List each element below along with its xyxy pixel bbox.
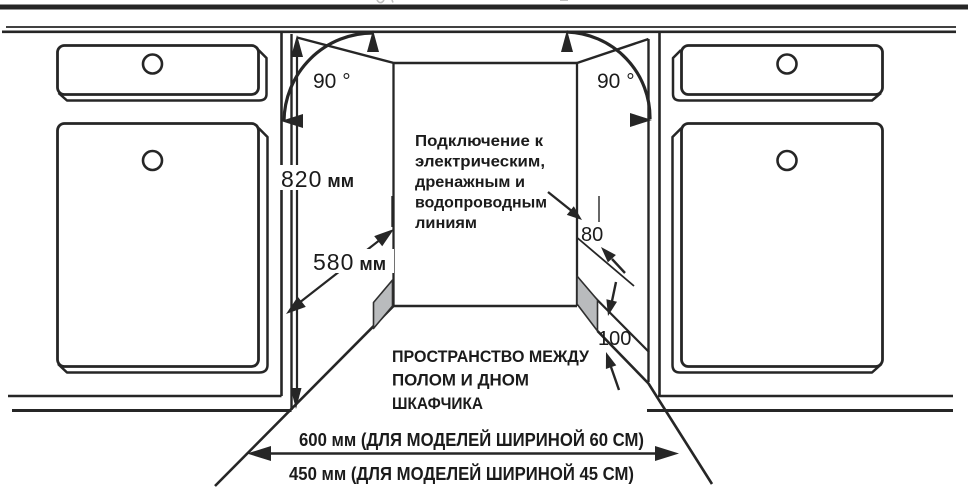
niche xyxy=(214,36,714,487)
dimension-580-arrow-lower xyxy=(286,296,306,314)
connection-note-line2: электрическим, xyxy=(415,154,545,171)
dimension-100: 100 xyxy=(598,281,631,391)
connection-note-line5: линиям xyxy=(415,215,477,232)
dimension-width: 600 мм (ДЛЯ МОДЕЛЕЙ ШИРИНОЙ 60 СМ) 450 м… xyxy=(247,429,679,484)
countertop xyxy=(0,4,968,34)
dimension-600-label: 600 мм (ДЛЯ МОДЕЛЕЙ ШИРИНОЙ 60 СМ) xyxy=(299,429,644,450)
dimension-80-arrowhead xyxy=(601,247,616,263)
connection-note: Подключение к электрическим, дренажным и… xyxy=(415,133,582,232)
plinth-panel-right xyxy=(576,275,599,332)
dimension-80-label: 80 xyxy=(581,224,603,246)
arc-right-up-arrowhead xyxy=(561,30,573,52)
niche-left-floor-diagonal xyxy=(214,305,395,487)
door-swing-arc-right xyxy=(566,30,652,120)
dimension-580-label-bg xyxy=(310,249,394,273)
right-drawer-knob xyxy=(776,53,798,75)
floor xyxy=(8,394,953,412)
right-cabinet xyxy=(647,33,884,396)
dimension-100-arrowhead-up xyxy=(605,352,617,369)
dimension-820-label-bg xyxy=(278,165,370,190)
left-cabinet xyxy=(56,33,293,410)
right-door-knob xyxy=(776,149,798,172)
connection-arrow-shaft xyxy=(547,191,574,213)
left-drawer-front xyxy=(56,44,260,96)
dimension-80: 80 xyxy=(581,196,626,274)
niche-top-left-diagonal xyxy=(296,36,395,65)
dimension-width-arrowhead-left xyxy=(247,446,271,461)
right-door-bevel xyxy=(671,127,883,374)
angle-label-left: 90 ° xyxy=(313,70,351,93)
left-drawer-bevel xyxy=(57,49,268,102)
dimension-100-arrow-up-shaft xyxy=(609,366,621,391)
connection-arrowhead xyxy=(566,206,582,220)
left-drawer-knob xyxy=(141,53,164,75)
arc-left-up-arrowhead xyxy=(367,30,379,52)
angle-label-right: 90 ° xyxy=(597,70,635,93)
floor-gap-note: ПРОСТРАНСТВО МЕЖДУ ПОЛОМ И ДНОМ ШКАФЧИКА xyxy=(392,348,590,413)
right-drawer-bevel xyxy=(671,49,882,102)
dimension-450-label: 450 мм (ДЛЯ МОДЕЛЕЙ ШИРИНОЙ 45 СМ) xyxy=(289,463,634,484)
right-drawer-front xyxy=(680,44,884,96)
countertop-top-edge xyxy=(0,4,968,10)
niche-right-floor-diagonal xyxy=(596,330,714,485)
connection-note-line4: водопроводным xyxy=(415,195,547,212)
cropped-text-remnant xyxy=(376,0,568,4)
dimension-width-arrowhead-right xyxy=(655,446,679,461)
dimension-80-arrow-shaft xyxy=(611,258,626,274)
floor-gap-note-line3: ШКАФЧИКА xyxy=(392,395,483,413)
niche-top-right-diagonal xyxy=(576,37,649,65)
door-swing-arc-left xyxy=(282,31,374,122)
dimension-820-arrow-up xyxy=(291,35,303,57)
left-door-knob xyxy=(141,149,164,172)
dimension-100-arrowhead-down xyxy=(606,299,617,316)
dimension-100-label: 100 xyxy=(598,328,631,350)
dimension-100-arrow-down-shaft xyxy=(610,281,618,302)
arc-right-side-arrowhead xyxy=(630,113,652,127)
left-door-bevel xyxy=(57,127,269,374)
plinth-panel-left xyxy=(372,279,394,330)
connection-note-line1: Подключение к xyxy=(415,133,544,150)
plinth-panels xyxy=(372,275,599,332)
dimension-580-arrow-upper xyxy=(374,229,394,247)
connection-note-line3: дренажным и xyxy=(415,174,525,191)
right-door-front xyxy=(680,122,884,368)
left-door-front xyxy=(56,122,260,368)
floor-gap-note-line2: ПОЛОМ И ДНОМ xyxy=(392,372,529,390)
dimension-820-arrow-down xyxy=(290,388,302,409)
right-panel-bottom-line xyxy=(576,237,635,287)
floor-gap-note-line1: ПРОСТРАНСТВО МЕЖДУ xyxy=(392,348,590,366)
